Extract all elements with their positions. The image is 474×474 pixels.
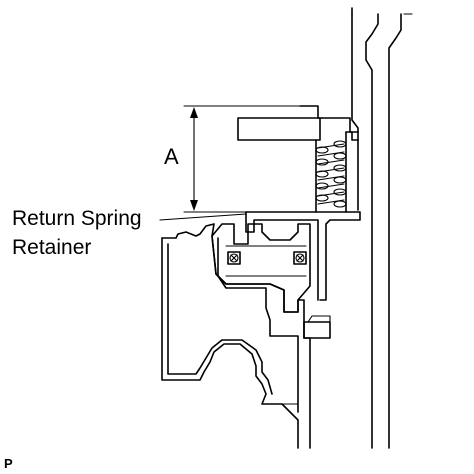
callout-label-line1: Return Spring — [12, 207, 142, 230]
dimension-arrow-top — [190, 107, 198, 118]
piston-body — [211, 223, 311, 313]
return-spring — [315, 131, 359, 213]
snap-ring — [303, 315, 331, 339]
clutch-drum — [161, 223, 311, 449]
o-ring-seal-right — [293, 251, 307, 265]
dimension-arrow-bottom — [190, 200, 198, 211]
o-ring-seal-left — [227, 251, 241, 265]
piston-plate — [237, 105, 359, 141]
housing-wall — [351, 7, 413, 449]
dimension-label: A — [164, 144, 179, 169]
return-spring-retainer — [245, 211, 361, 301]
dimension-a: A — [164, 105, 301, 213]
callout-label-line2: Retainer — [12, 236, 91, 259]
reference-code: P — [4, 456, 13, 471]
callout-leader-line — [159, 213, 247, 221]
